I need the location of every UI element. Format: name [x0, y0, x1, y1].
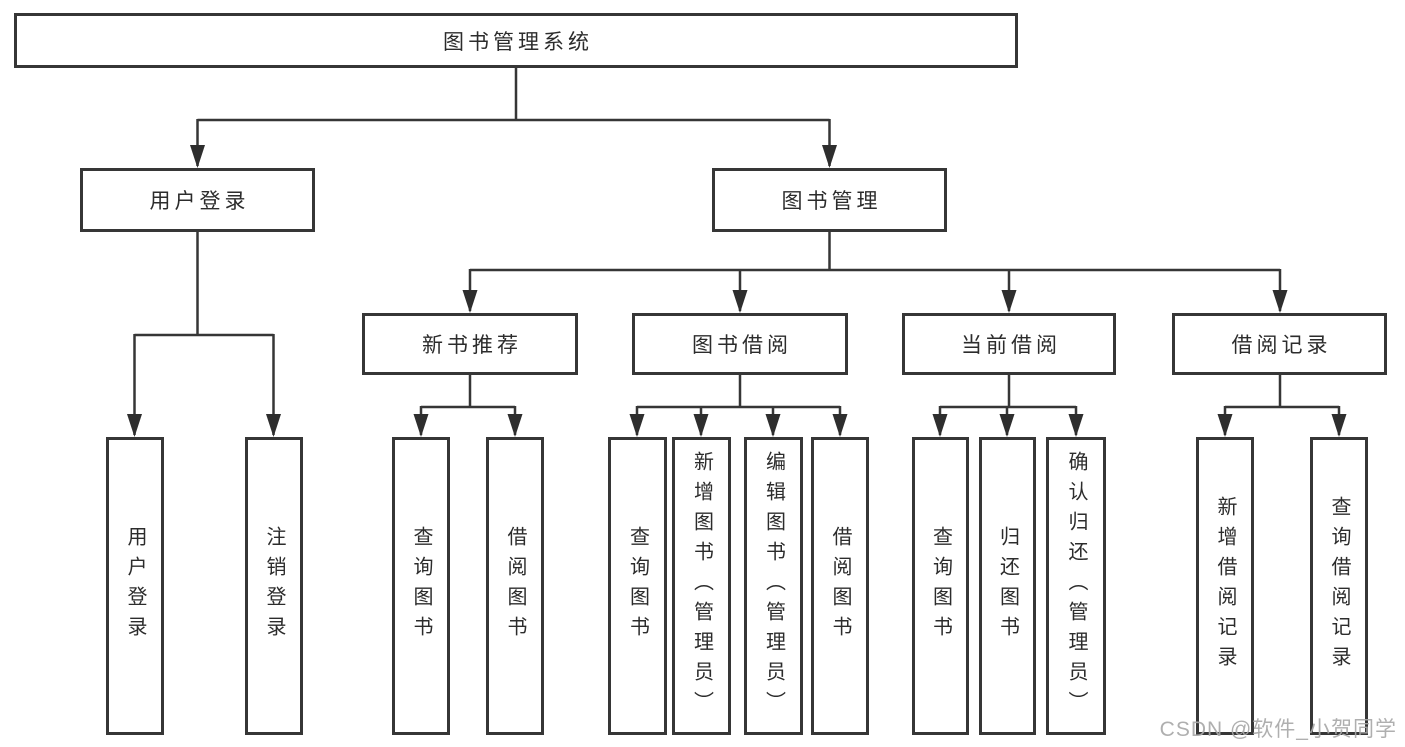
connector-book-management-branch: [462, 232, 1288, 313]
leaf-current-return-book: 归还图书: [979, 437, 1036, 735]
connector-current-borrow-branch: [932, 375, 1084, 437]
leaf-user-login-label: 用户登录: [124, 526, 146, 646]
connector-root-to-level2: [190, 68, 837, 168]
leaf-current-query-book: 查询图书: [912, 437, 969, 735]
leaf-borrow-borrow-book-label: 借阅图书: [829, 526, 851, 646]
node-current-borrow: 当前借阅: [902, 313, 1116, 375]
leaf-newbook-borrow-book-label: 借阅图书: [504, 526, 526, 646]
node-library-system: 图书管理系统: [14, 13, 1018, 68]
leaf-borrow-edit-book-admin-label: 编辑图书（管理员）: [762, 451, 785, 721]
arrowhead-icon: [1331, 414, 1347, 437]
node-user-login-group-label: 用户登录: [149, 190, 250, 213]
node-book-borrow: 图书借阅: [632, 313, 848, 375]
node-borrow-records-label: 借阅记录: [1231, 334, 1332, 357]
arrowhead-icon: [127, 414, 142, 437]
node-new-book-recommend: 新书推荐: [362, 313, 578, 375]
leaf-logout: 注销登录: [245, 437, 303, 735]
leaf-user-login: 用户登录: [106, 437, 164, 735]
arrowhead-icon: [1001, 290, 1017, 313]
leaf-newbook-query-book-label: 查询图书: [410, 526, 432, 646]
arrowhead-icon: [1217, 414, 1233, 437]
arrowhead-icon: [413, 414, 429, 437]
node-library-system-label: 图书管理系统: [443, 30, 593, 54]
node-current-borrow-label: 当前借阅: [961, 334, 1061, 357]
leaf-newbook-query-book: 查询图书: [392, 437, 450, 735]
connector-book-borrow-branch: [629, 375, 848, 437]
arrowhead-icon: [629, 414, 645, 437]
leaf-records-add-record-label: 新增借阅记录: [1214, 496, 1236, 676]
node-new-book-recommend-label: 新书推荐: [422, 334, 522, 357]
leaf-current-query-book-label: 查询图书: [929, 526, 952, 646]
leaf-logout-label: 注销登录: [263, 526, 285, 646]
connector-user-login-branch: [127, 232, 281, 437]
node-borrow-records: 借阅记录: [1172, 313, 1387, 375]
connector-new-book-branch: [413, 375, 523, 437]
arrowhead-icon: [266, 414, 281, 437]
arrowhead-icon: [832, 414, 848, 437]
leaf-newbook-borrow-book: 借阅图书: [486, 437, 544, 735]
connector-borrow-records-branch: [1217, 375, 1347, 437]
node-book-management-label: 图书管理: [781, 190, 882, 213]
node-book-borrow-label: 图书借阅: [692, 334, 792, 357]
arrowhead-icon: [732, 290, 748, 313]
node-book-management: 图书管理: [712, 168, 947, 232]
leaf-borrow-add-book-admin: 新增图书（管理员）: [672, 437, 731, 735]
leaf-current-confirm-return-admin-label: 确认归还（管理员）: [1065, 451, 1087, 721]
arrowhead-icon: [1272, 290, 1288, 313]
arrowhead-icon: [462, 290, 478, 313]
leaf-borrow-add-book-admin-label: 新增图书（管理员）: [690, 451, 713, 721]
leaf-current-return-book-label: 归还图书: [996, 526, 1019, 646]
node-user-login-group: 用户登录: [80, 168, 315, 232]
leaf-records-add-record: 新增借阅记录: [1196, 437, 1254, 735]
arrowhead-icon: [507, 414, 523, 437]
leaf-current-confirm-return-admin: 确认归还（管理员）: [1046, 437, 1106, 735]
arrowhead-icon: [999, 414, 1015, 437]
arrowhead-icon: [765, 414, 781, 437]
leaf-borrow-query-book-label: 查询图书: [626, 526, 649, 646]
leaf-borrow-query-book: 查询图书: [608, 437, 667, 735]
leaf-records-query-record: 查询借阅记录: [1310, 437, 1368, 735]
leaf-borrow-borrow-book: 借阅图书: [811, 437, 869, 735]
arrowhead-icon: [1068, 414, 1084, 437]
arrowhead-icon: [190, 145, 205, 168]
arrowhead-icon: [822, 145, 837, 168]
leaf-records-query-record-label: 查询借阅记录: [1328, 496, 1350, 676]
leaf-borrow-edit-book-admin: 编辑图书（管理员）: [744, 437, 803, 735]
arrowhead-icon: [932, 414, 948, 437]
arrowhead-icon: [693, 414, 709, 437]
